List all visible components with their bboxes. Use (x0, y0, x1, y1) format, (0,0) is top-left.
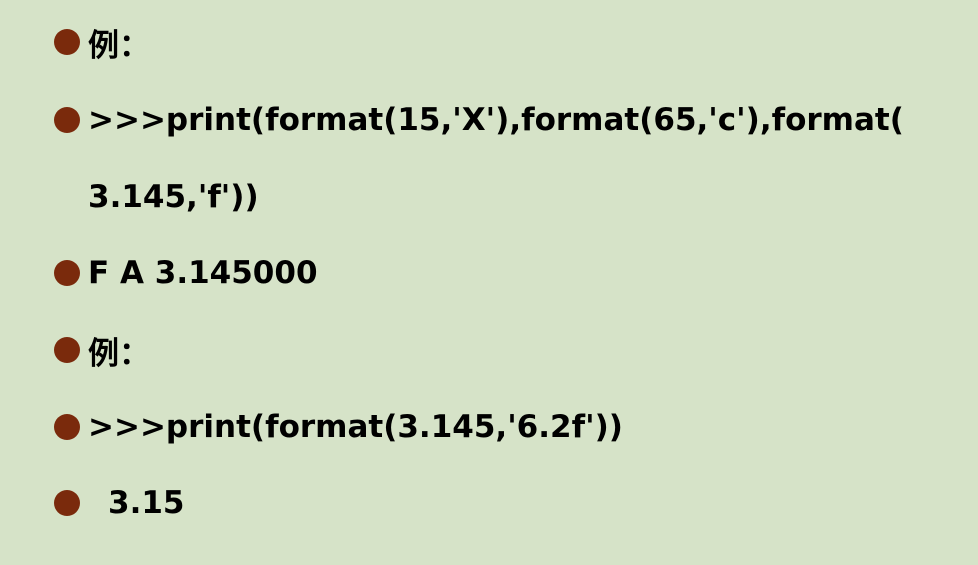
bullet-icon (54, 260, 80, 286)
bullet-item-code-1: >>>print(format(15,'X'),format(65,'c'),f… (54, 98, 904, 142)
bullet-item-example-2: 例： (54, 328, 150, 372)
bullet-item-code-2: >>>print(format(3.145,'6.2f')) (54, 405, 623, 449)
bullet-icon (54, 29, 80, 55)
code-line: 3.145,'f')) (88, 179, 259, 215)
bullet-icon (54, 337, 80, 363)
bullet-icon (54, 414, 80, 440)
bullet-icon (54, 107, 80, 133)
example-label: 例： (88, 335, 150, 372)
code-line: >>>print(format(3.145,'6.2f')) (88, 409, 623, 445)
bullet-item-example-1: 例： (54, 20, 150, 64)
bullet-item-output-2: 3.15 (54, 481, 185, 525)
example-label: 例： (88, 27, 150, 64)
output-line: 3.15 (108, 485, 185, 521)
code-line-continuation: 3.145,'f')) (88, 175, 259, 219)
bullet-icon (54, 490, 80, 516)
code-line: >>>print(format(15,'X'),format(65,'c'),f… (88, 102, 904, 138)
output-line: F A 3.145000 (88, 255, 318, 291)
bullet-item-output-1: F A 3.145000 (54, 251, 318, 295)
